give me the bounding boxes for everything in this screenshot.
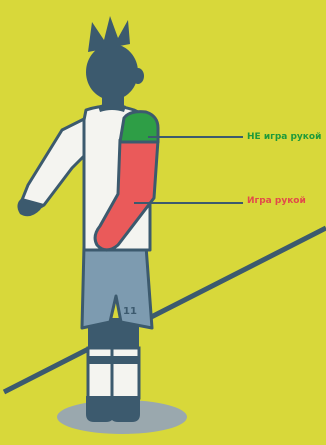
hair-spikes bbox=[88, 16, 130, 52]
left-boot bbox=[86, 396, 114, 422]
left-arm bbox=[22, 118, 90, 212]
right-boot bbox=[110, 396, 140, 422]
player-number: 11 bbox=[123, 306, 137, 317]
not-handball-label: НЕ игра рукой bbox=[247, 132, 321, 142]
handball-label: Игра рукой bbox=[247, 196, 306, 206]
pitch-line bbox=[4, 228, 326, 392]
head-shape bbox=[86, 44, 138, 100]
shorts bbox=[82, 246, 152, 328]
legs bbox=[86, 318, 140, 422]
head bbox=[86, 16, 144, 108]
right-ear bbox=[132, 68, 144, 84]
